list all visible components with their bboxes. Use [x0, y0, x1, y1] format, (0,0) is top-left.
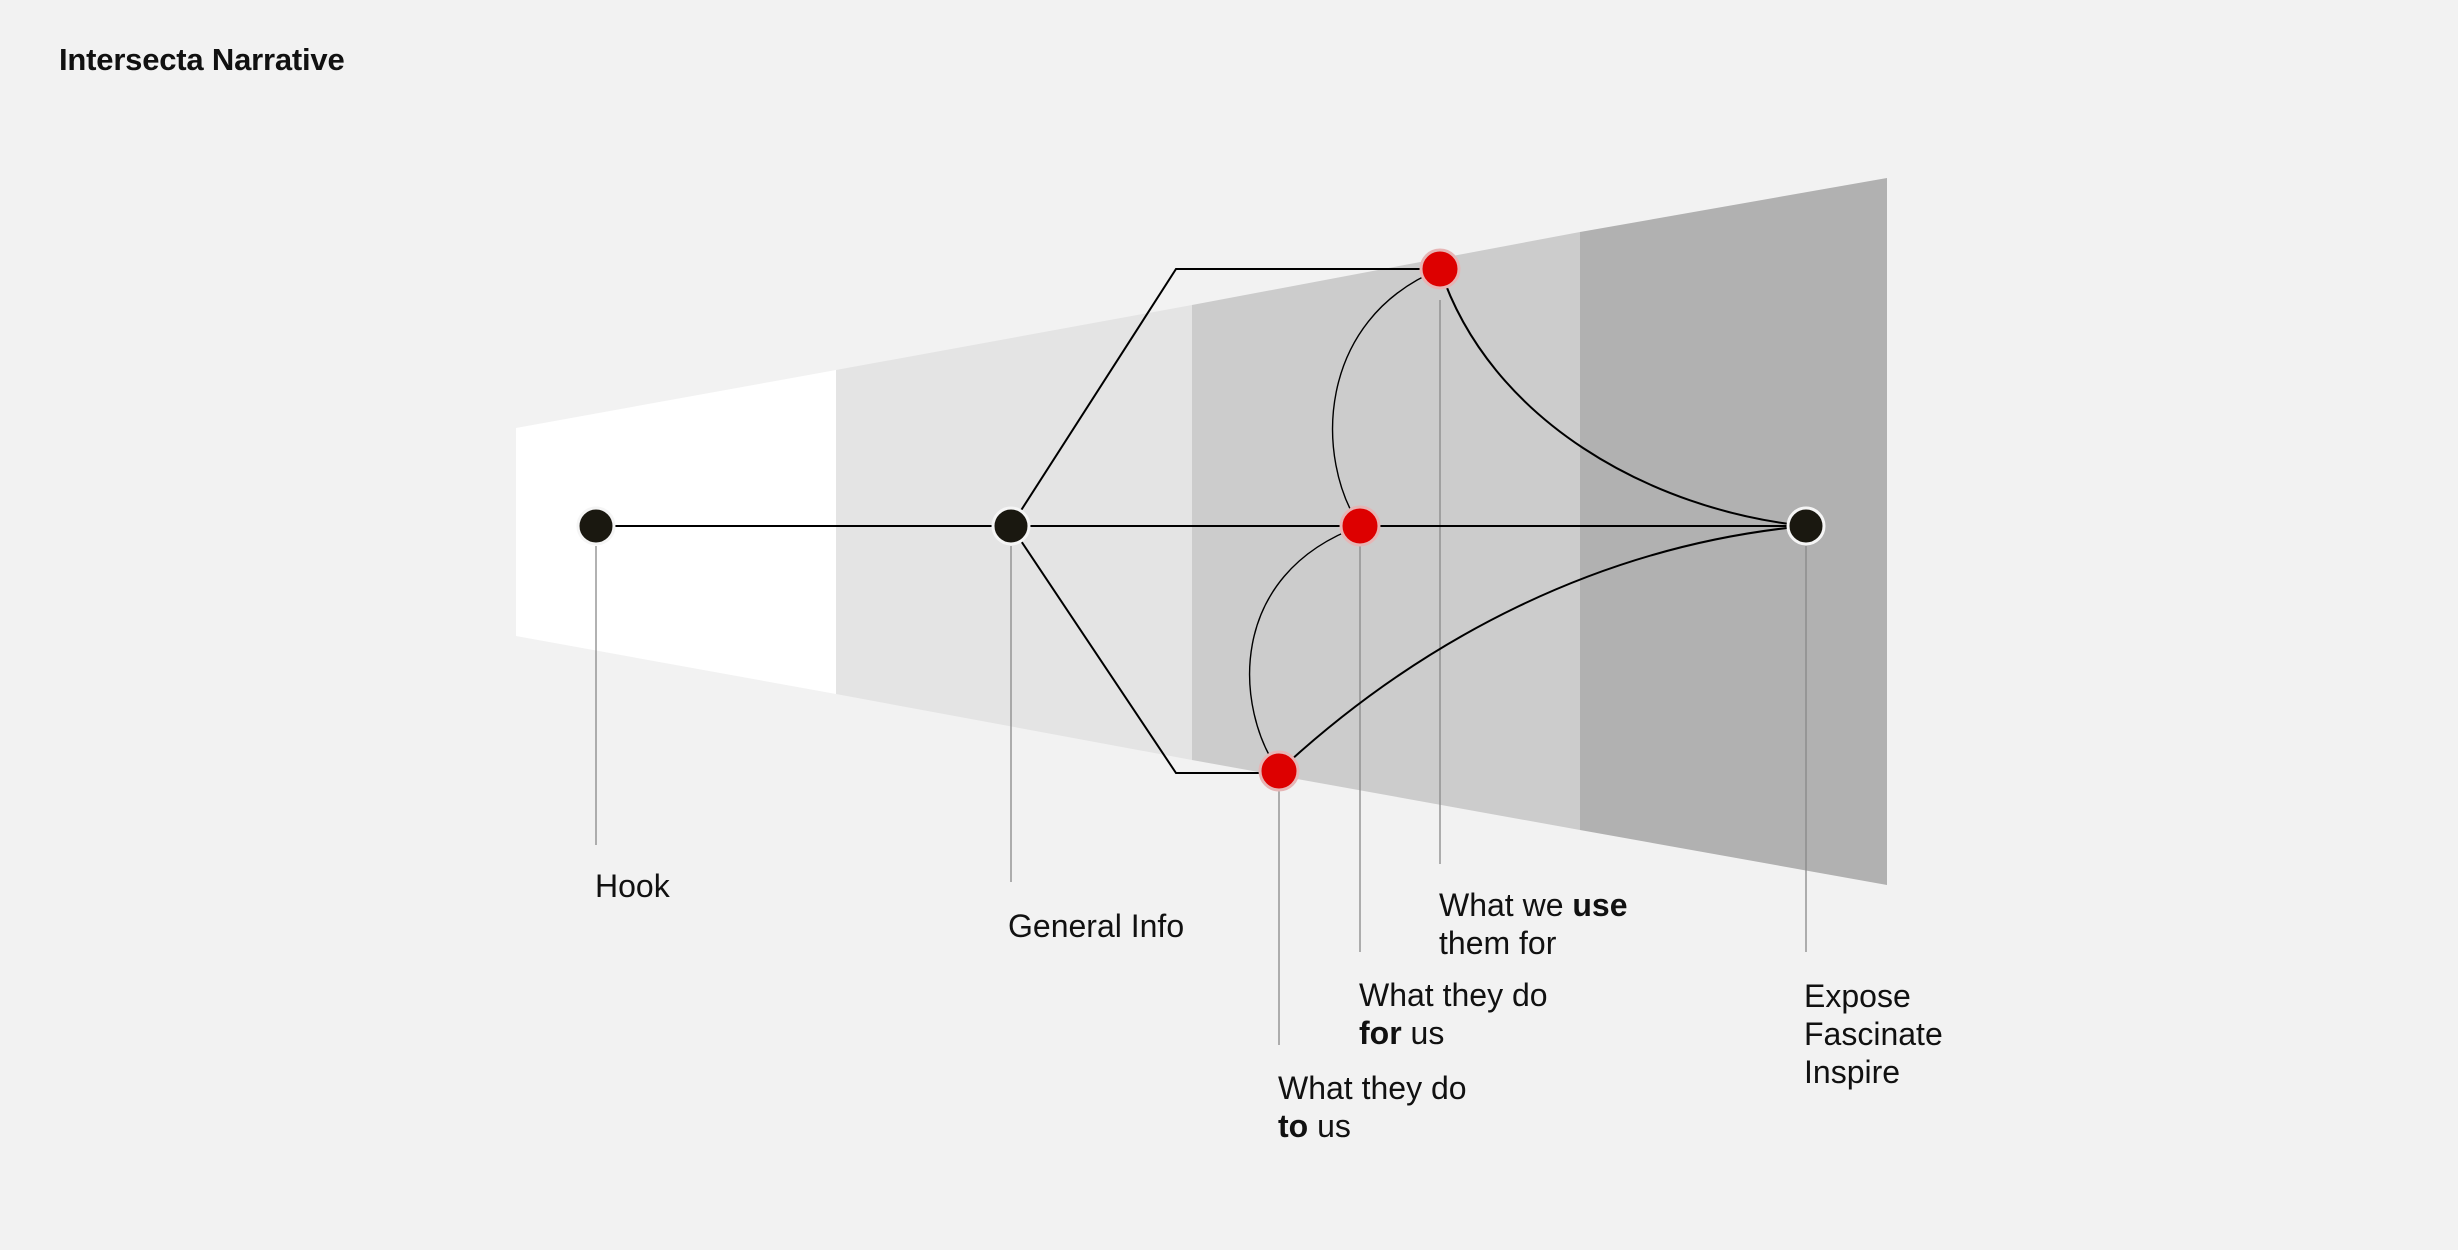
nodes	[576, 248, 1826, 792]
band-climax	[1580, 178, 1887, 885]
label-use-them: What we use them for	[1439, 887, 1628, 961]
edge-general-tous	[1010, 525, 1279, 774]
page-title: Intersecta Narrative	[59, 42, 345, 77]
edge-usethem-forus	[1331, 268, 1441, 527]
node-to-us	[1258, 750, 1300, 792]
edge-forus-tous	[1249, 525, 1361, 772]
edge-tous-expose	[1278, 525, 1807, 772]
label-expose: Expose Fascinate Inspire	[1804, 978, 1943, 1090]
edge-general-usethem	[1010, 268, 1440, 527]
node-use-them	[1419, 248, 1461, 290]
node-for-us	[1339, 505, 1381, 547]
node-hook	[576, 506, 616, 546]
label-to-us: What they do to us	[1278, 1070, 1467, 1144]
label-general-info: General Info	[1008, 908, 1185, 944]
node-expose	[1786, 506, 1826, 546]
node-general-info	[991, 506, 1031, 546]
edge-usethem-expose	[1439, 268, 1807, 527]
label-for-us: What they do for us	[1359, 977, 1548, 1051]
band-hook	[516, 370, 836, 694]
label-hook: Hook	[595, 868, 670, 904]
band-detail	[1192, 232, 1580, 830]
